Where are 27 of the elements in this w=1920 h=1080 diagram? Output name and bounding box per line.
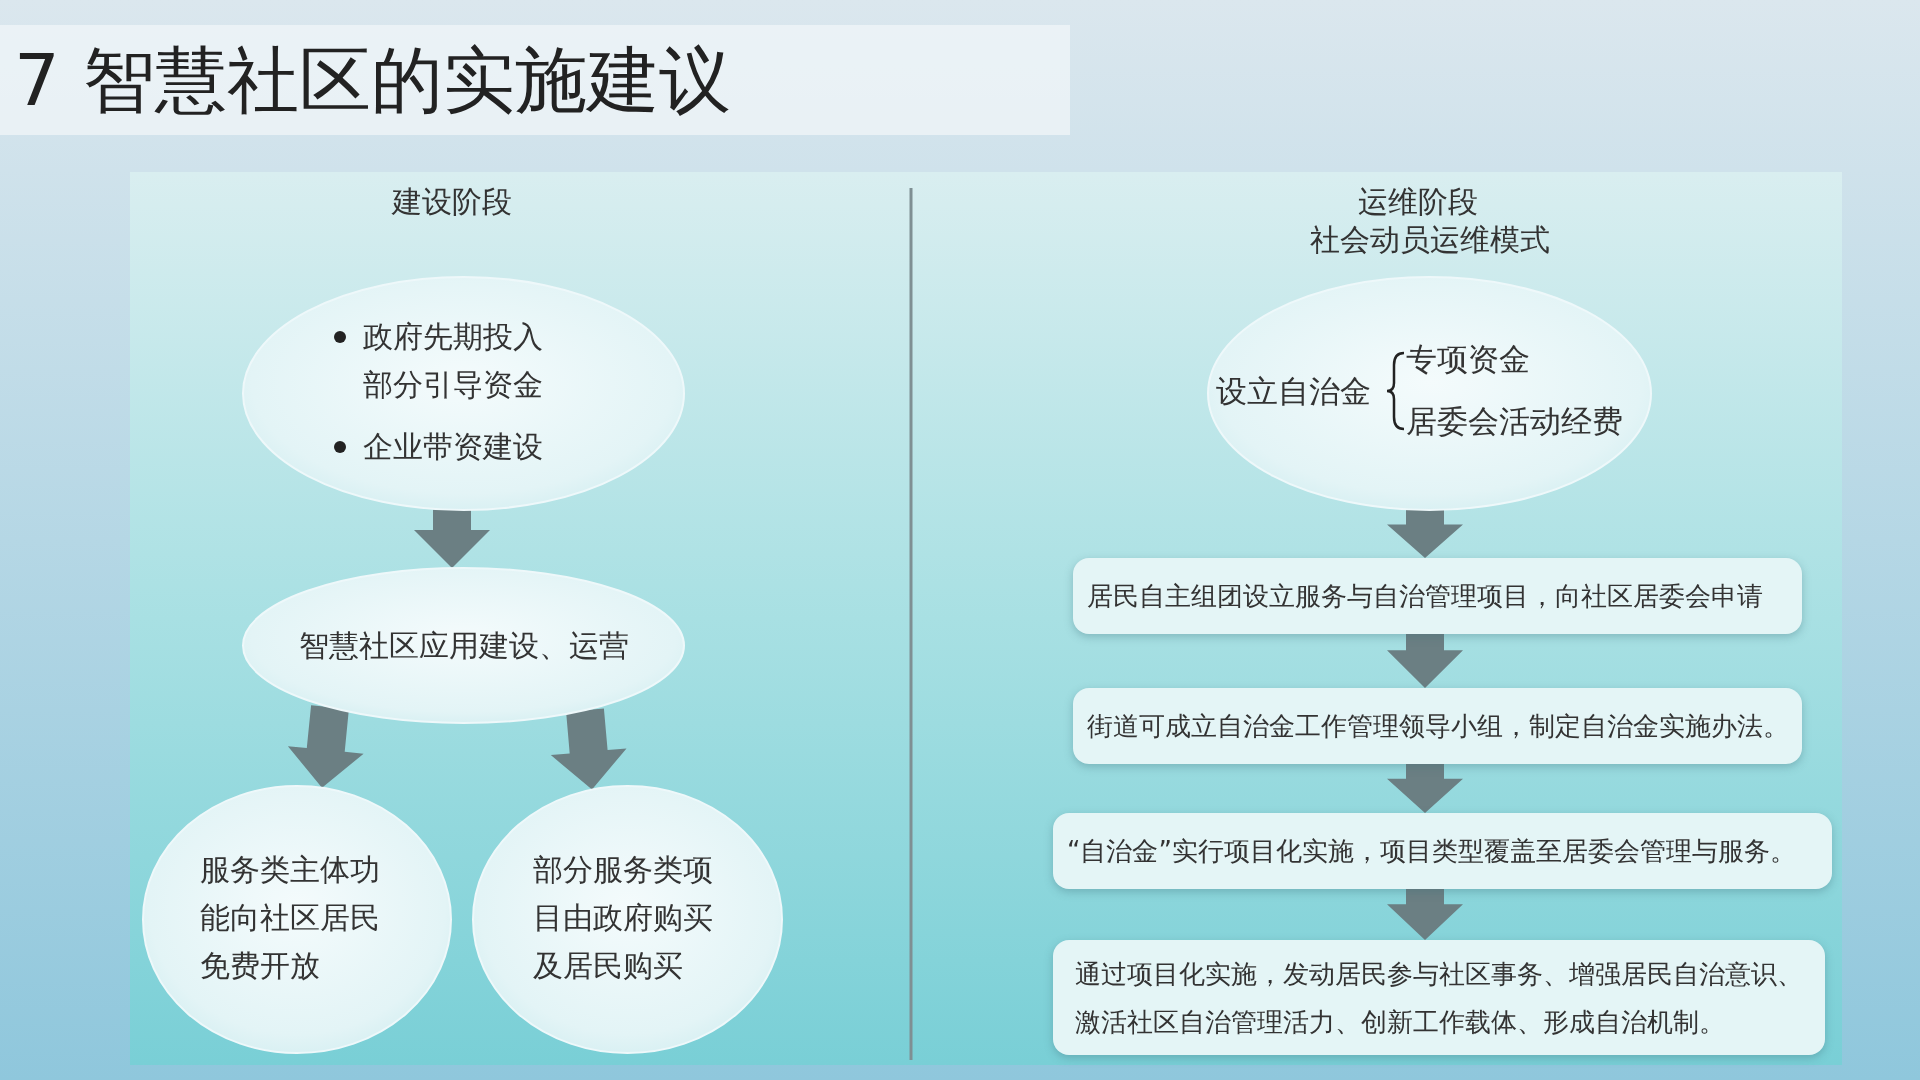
- node-text: 设立自治金: [1216, 372, 1371, 411]
- block-arrow: [1387, 889, 1463, 940]
- block-arrow: [414, 509, 490, 569]
- text-box: [1073, 688, 1802, 764]
- node-text: 政府先期投入部分引导资金: [363, 318, 544, 404]
- block-arrow: [1387, 510, 1463, 558]
- block-arrow: [550, 708, 627, 790]
- node-text: “自治金”实行项目化实施，项目类型覆盖至居委会管理与服务。: [1067, 835, 1796, 868]
- node-text: 通过项目化实施，发动居民参与社区事务、增强居民自治意识、激活社区自治管理活力、创新工作载体、形成自治机制。: [1075, 958, 1804, 1039]
- section-heading: 建设阶段: [390, 183, 513, 221]
- section-heading: 运维阶段: [1357, 183, 1479, 221]
- node-text: 街道可成立自治金工作管理领导小组，制定自治金实施办法。: [1087, 710, 1789, 743]
- node-text: 居委会活动经费: [1406, 402, 1623, 441]
- node-text: 居民自主组团设立服务与自治管理项目，向社区居委会申请: [1087, 580, 1763, 613]
- node-text: 企业带资建设: [363, 428, 544, 466]
- title-banner: 7 智慧社区的实施建议: [0, 25, 1070, 135]
- block-arrow: [1387, 634, 1463, 688]
- node-text: 专项资金: [1406, 340, 1530, 379]
- block-arrow: [1387, 764, 1463, 813]
- section-heading: 社会动员运维模式: [1309, 221, 1551, 259]
- node-text: 服务类主体功能向社区居民免费开放: [200, 851, 381, 985]
- node-text: 智慧社区应用建设、运营: [297, 626, 630, 665]
- node-text: 部分服务类项目由政府购买及居民购买: [533, 851, 714, 985]
- text-box: [1073, 558, 1802, 634]
- text-box: [1053, 940, 1825, 1055]
- text-box: [1053, 813, 1832, 889]
- block-arrow: [287, 705, 364, 788]
